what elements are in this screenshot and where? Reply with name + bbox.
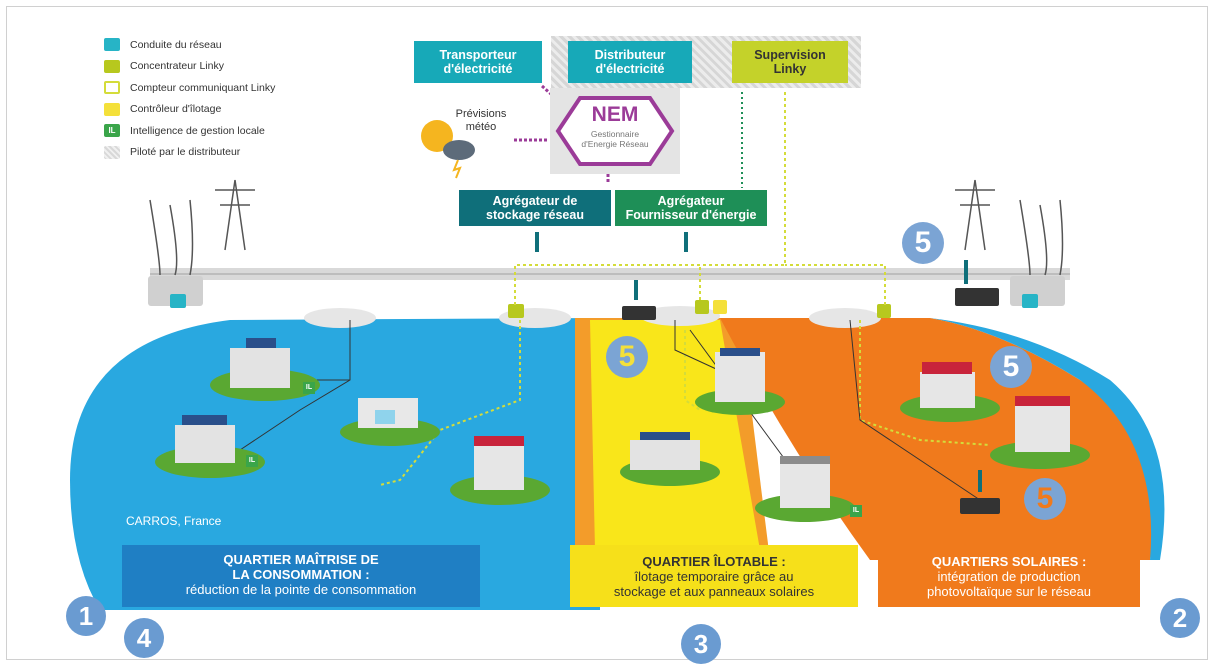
quarter-desc: îlotage temporaire grâce au stockage et … bbox=[613, 569, 815, 599]
marker-4: 4 bbox=[124, 618, 164, 658]
building-islands bbox=[155, 338, 1090, 522]
legend-item: Compteur communiquant Linky bbox=[104, 77, 275, 99]
zone-solaires bbox=[720, 318, 1154, 560]
quarter-ilotable: QUARTIER ÎLOTABLE : îlotage temporaire g… bbox=[570, 545, 858, 607]
il-badge: IL bbox=[246, 455, 258, 467]
agregateur-fournisseur-box: Agrégateur Fournisseur d'énergie bbox=[615, 190, 767, 226]
marker-5: 5 bbox=[902, 222, 944, 264]
quarter-desc: intégration de production photovoltaïque… bbox=[926, 569, 1092, 599]
marker-3: 3 bbox=[681, 624, 721, 664]
quarter-title: QUARTIERS SOLAIRES : bbox=[931, 554, 1087, 569]
nem-subtitle: Gestionnaire d'Energie Réseau bbox=[581, 129, 649, 149]
marker-5: 5 bbox=[1024, 478, 1066, 520]
pylon-right bbox=[955, 179, 1064, 276]
il-badge: IL bbox=[850, 505, 862, 517]
nem-hexagon bbox=[555, 96, 675, 166]
marker-1: 1 bbox=[66, 596, 106, 636]
legend-item: Piloté par le distributeur bbox=[104, 142, 275, 164]
cloud-icon bbox=[443, 140, 475, 160]
quarter-title: QUARTIER MAÎTRISE DE LA CONSOMMATION : bbox=[223, 552, 379, 582]
legend-swatch: IL bbox=[104, 124, 120, 138]
frame-border bbox=[6, 6, 1208, 660]
pylon-left bbox=[149, 179, 255, 276]
il-badge: IL bbox=[303, 382, 315, 394]
legend-swatch bbox=[104, 81, 120, 95]
transformer-platform bbox=[809, 308, 881, 328]
transformer-platform bbox=[304, 308, 376, 328]
quarter-title: QUARTIER ÎLOTABLE : bbox=[642, 554, 786, 569]
legend-item: Contrôleur d'îlotage bbox=[104, 99, 275, 121]
substation-left bbox=[148, 276, 203, 306]
previsions-label: Prévisions météo bbox=[455, 108, 507, 133]
nem-title: NEM bbox=[591, 103, 639, 126]
quarter-solaires: QUARTIERS SOLAIRES : intégration de prod… bbox=[878, 545, 1140, 607]
sun-icon bbox=[421, 120, 453, 152]
legend: Conduite du réseau Concentrateur Linky C… bbox=[104, 34, 275, 163]
distributeur-label: Distributeur d'électricité bbox=[568, 41, 692, 83]
legend-swatch bbox=[104, 38, 120, 52]
transporteur-box: Transporteur d'électricité bbox=[414, 41, 542, 83]
zone-consommation bbox=[70, 318, 600, 610]
legend-item: Conduite du réseau bbox=[104, 34, 275, 56]
legend-swatch bbox=[104, 59, 120, 73]
zone-solaires-edge bbox=[930, 318, 1165, 560]
quarter-desc: réduction de la pointe de consommation bbox=[185, 582, 417, 597]
location-label: CARROS, France bbox=[126, 514, 222, 528]
marker-5: 5 bbox=[606, 336, 648, 378]
legend-item: Concentrateur Linky bbox=[104, 56, 275, 78]
marker-2: 2 bbox=[1160, 598, 1200, 638]
legend-swatch bbox=[104, 102, 120, 116]
supervision-box: Supervision Linky bbox=[732, 41, 848, 83]
battery-icon bbox=[622, 288, 1000, 514]
agregateur-stockage-box: Agrégateur de stockage réseau bbox=[459, 190, 611, 226]
marker-5: 5 bbox=[990, 346, 1032, 388]
legend-swatch bbox=[104, 145, 120, 159]
quarter-consommation: QUARTIER MAÎTRISE DE LA CONSOMMATION : r… bbox=[122, 545, 480, 607]
